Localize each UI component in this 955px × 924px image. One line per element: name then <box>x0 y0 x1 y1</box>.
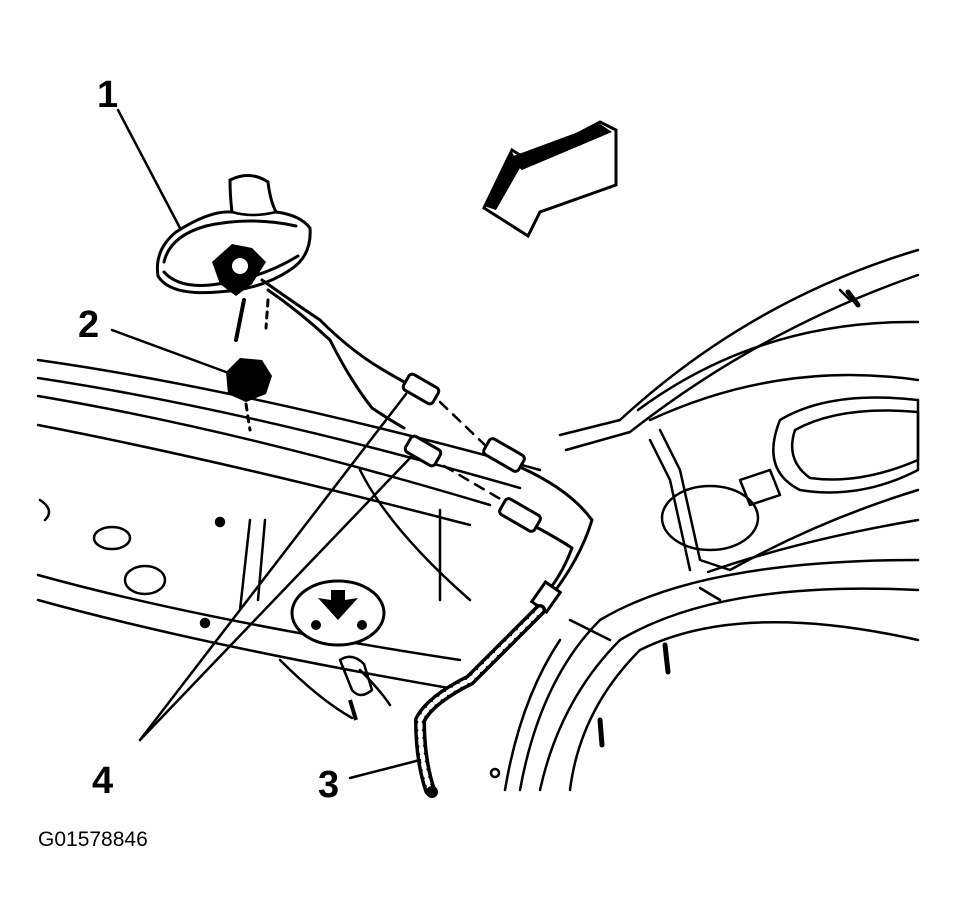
antenna-mount-hole <box>290 579 386 721</box>
connector-dash-lines <box>438 400 504 502</box>
leader-lines <box>110 108 422 780</box>
callout-1: 1 <box>97 74 119 116</box>
antenna-base <box>155 174 312 296</box>
antenna-cable <box>234 278 414 430</box>
figure-id: G01578846 <box>38 828 148 851</box>
vehicle-body <box>489 248 920 792</box>
cable-connector-upper <box>401 372 441 406</box>
callout-3: 3 <box>318 764 340 806</box>
antenna-nut <box>226 358 272 432</box>
vehicle-harness-cable <box>413 437 594 798</box>
cable-connector-lower <box>403 434 443 468</box>
callout-2: 2 <box>78 304 100 346</box>
roof-panel <box>36 358 542 720</box>
callout-4: 4 <box>92 760 114 802</box>
direction-arrow <box>482 120 618 239</box>
